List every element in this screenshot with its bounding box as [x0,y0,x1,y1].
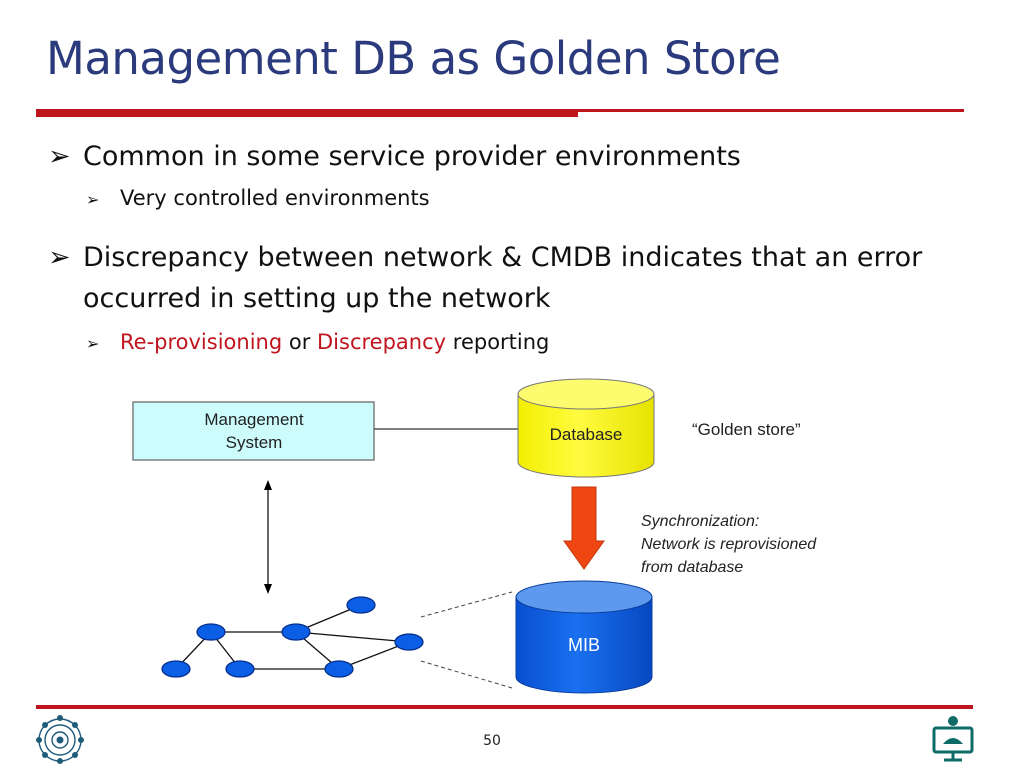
database-cylinder [517,378,655,478]
bullet-2-sub-1-text: Re-provisioning or Discrepancy reporting [120,328,549,356]
page-number: 50 [483,733,501,749]
network-node [161,660,191,678]
network-node [324,660,354,678]
bullet-2-line-2: occurred in setting up the network [83,283,551,314]
bullet-2-line-1: Discrepancy between network & CMDB indic… [83,242,923,273]
discrepancy-text: Discrepancy [317,330,447,354]
arrowhead-bullet-icon: ➢ [86,190,100,209]
management-system-box [132,401,375,461]
or-text: or [282,330,318,354]
management-system-label-2: System [226,433,283,452]
arrowhead-bullet-icon: ➢ [86,334,100,353]
bullet-1-text: Common in some service provider environm… [83,141,741,172]
arrowhead-bullet-icon: ➢ [48,141,71,172]
arrow-up-head-icon [264,480,272,490]
sync-note-line-1: Synchronization: [641,513,759,530]
golden-store-label: “Golden store” [692,420,801,439]
slide-title: Management DB as Golden Store [46,32,781,85]
mib-zoom-line-bottom [420,660,513,689]
bullet-1-sub-1-text: Very controlled environments [120,186,430,210]
re-provisioning-text: Re-provisioning [120,330,283,354]
computer-user-logo-icon [932,716,974,762]
network-node [225,660,255,678]
footer-rule [36,705,973,709]
management-system-label-1: Management [204,410,304,429]
network-node [281,623,311,641]
arrow-down-head-icon [264,584,272,594]
network-node [394,633,424,651]
sync-note-line-2: Network is reprovisioned [641,536,817,553]
golden-store-diagram: Management System Database “Golden store… [132,378,817,694]
mib-cylinder [515,580,653,694]
sync-arrow-icon [563,486,605,570]
mib-label: MIB [568,635,600,655]
title-rule-thick [36,109,578,117]
database-label: Database [550,425,623,444]
reporting-text: reporting [446,330,550,354]
sync-note-line-3: from database [641,559,743,576]
network-node [196,623,226,641]
university-emblem-icon [36,715,84,764]
mib-zoom-line-top [420,591,513,618]
network-node [346,596,376,614]
arrowhead-bullet-icon: ➢ [48,242,71,273]
